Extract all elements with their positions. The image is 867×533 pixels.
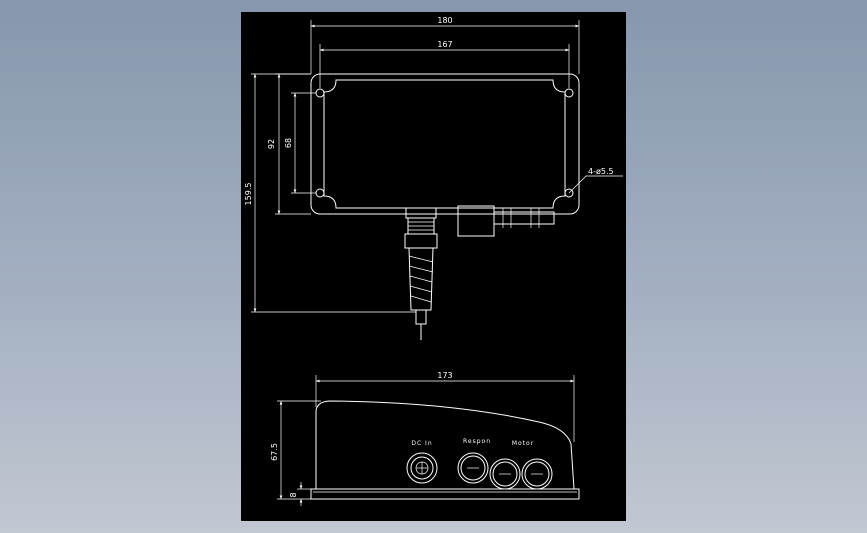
mounting-hole	[564, 188, 574, 198]
side-connectors	[457, 205, 555, 237]
top-cover-outline	[323, 79, 566, 209]
mounting-hole	[564, 88, 574, 98]
label-respon: Respon	[463, 438, 491, 445]
respon-connector	[457, 452, 489, 484]
top-view: 180 167 159.5 92 68 4-ø5.5	[244, 16, 623, 340]
cable-gland	[404, 207, 438, 340]
mounting-hole	[315, 188, 325, 198]
drawing-sheet: 180 167 159.5 92 68 4-ø5.5	[241, 12, 626, 521]
motor-connector-1	[489, 458, 521, 490]
dim-base: 8	[289, 492, 298, 497]
front-view: DC In Respon Motor 173 67.5 8	[270, 371, 580, 506]
top-plate-outline	[310, 73, 580, 215]
dim-hole-callout: 4-ø5.5	[588, 167, 614, 176]
motor-connector-2	[521, 458, 553, 490]
base-plate	[310, 488, 580, 500]
dim-front-width: 173	[437, 371, 452, 380]
cad-drawing: 180 167 159.5 92 68 4-ø5.5	[244, 16, 623, 506]
label-motor: Motor	[512, 440, 534, 447]
dc-in-connector	[406, 452, 438, 484]
dim-front-height: 67.5	[270, 443, 279, 461]
dim-hole-spacing-y: 68	[284, 138, 293, 148]
dim-hole-spacing-x: 167	[437, 40, 452, 49]
mounting-hole	[315, 88, 325, 98]
label-dc-in: DC In	[411, 440, 432, 447]
dim-overall-width: 180	[437, 16, 452, 25]
housing-outline	[315, 400, 575, 490]
dim-overall-height: 92	[267, 139, 276, 149]
dim-total-length: 159.5	[244, 183, 253, 206]
